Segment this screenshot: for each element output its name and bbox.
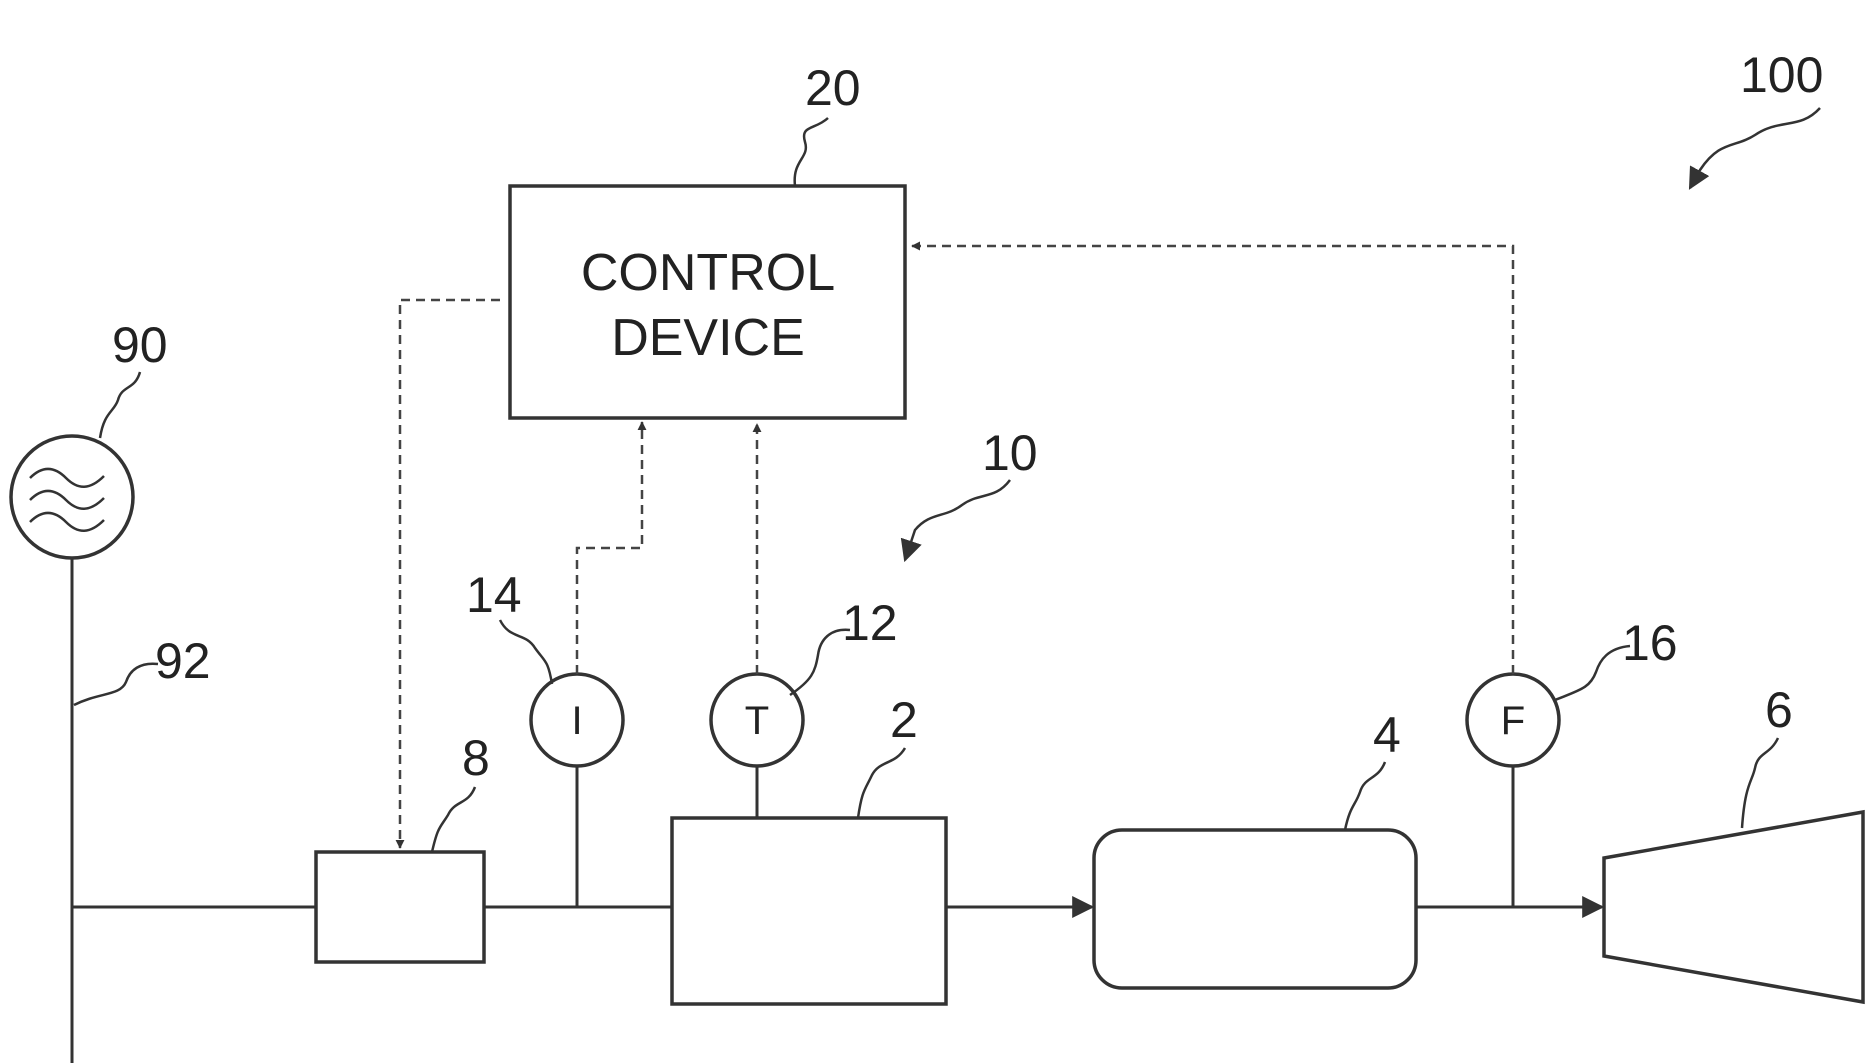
ref-power-source-90: 90 bbox=[112, 317, 168, 373]
control-device: CONTROL DEVICE bbox=[510, 186, 905, 418]
current-sensor: I bbox=[531, 674, 623, 766]
temperature-sensor: T bbox=[711, 674, 803, 766]
unit-4 bbox=[1094, 830, 1416, 988]
ref-subsystem-10: 10 bbox=[982, 425, 1038, 481]
leader-20 bbox=[795, 118, 828, 186]
ref-unit-6: 6 bbox=[1765, 682, 1793, 738]
flow-sensor-symbol: F bbox=[1501, 699, 1525, 743]
ref-control-20: 20 bbox=[805, 60, 861, 116]
regulator-8 bbox=[316, 852, 484, 962]
unit-6 bbox=[1604, 812, 1863, 1002]
temperature-sensor-symbol: T bbox=[745, 699, 769, 743]
leader-16 bbox=[1555, 646, 1630, 700]
ref-power-line-92: 92 bbox=[155, 633, 211, 689]
leader-2 bbox=[858, 748, 905, 818]
ref-system-100: 100 bbox=[1740, 47, 1823, 103]
signal-current-to-control bbox=[577, 422, 642, 674]
ref-unit-2: 2 bbox=[890, 692, 918, 748]
leader-6 bbox=[1742, 738, 1778, 828]
ref-unit-4: 4 bbox=[1373, 707, 1401, 763]
leader-92 bbox=[74, 664, 158, 705]
current-sensor-symbol: I bbox=[571, 699, 582, 743]
unit-2 bbox=[672, 818, 946, 1004]
leader-10 bbox=[905, 480, 1010, 560]
control-device-label-1: CONTROL bbox=[581, 244, 835, 302]
leader-100 bbox=[1690, 108, 1820, 188]
ref-current-sensor-14: 14 bbox=[466, 567, 522, 623]
leader-90 bbox=[100, 372, 140, 438]
ref-flow-sensor-16: 16 bbox=[1622, 615, 1678, 671]
leader-8 bbox=[432, 787, 475, 852]
flow-sensor: F bbox=[1467, 674, 1559, 766]
ref-temperature-sensor-12: 12 bbox=[842, 595, 898, 651]
leader-4 bbox=[1345, 762, 1385, 830]
leader-12 bbox=[790, 630, 850, 695]
power-source bbox=[11, 436, 133, 558]
ref-regulator-8: 8 bbox=[462, 730, 490, 786]
control-device-label-2: DEVICE bbox=[611, 309, 805, 367]
leader-14 bbox=[500, 620, 552, 684]
